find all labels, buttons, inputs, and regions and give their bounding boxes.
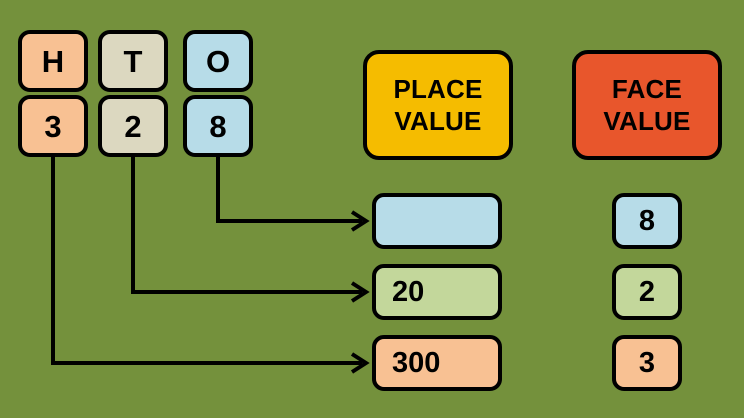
arrowhead-hundreds: [350, 352, 370, 374]
column-header-hundreds: H: [18, 30, 88, 92]
place-value-box-ones[interactable]: [372, 193, 502, 249]
digit-hundreds: 3: [18, 95, 88, 157]
arrowhead-ones: [350, 210, 370, 232]
place-value-hundreds-value: 300: [392, 346, 441, 379]
place-value-banner: PLACE VALUE: [363, 50, 513, 160]
digit-ones-value: 8: [209, 108, 227, 144]
connector-tens: [131, 157, 362, 294]
connector-hundreds: [51, 157, 362, 365]
face-value-banner: FACE VALUE: [572, 50, 722, 160]
arrowhead-tens: [350, 281, 370, 303]
place-value-banner-line1: PLACE: [393, 74, 483, 104]
place-value-box-tens[interactable]: 20: [372, 264, 502, 320]
face-value-tens-value: 2: [638, 275, 656, 308]
column-header-ones: O: [183, 30, 253, 92]
column-header-ones-label: O: [205, 43, 231, 79]
face-value-box-ones[interactable]: 8: [612, 193, 682, 249]
column-header-tens: T: [98, 30, 168, 92]
column-header-tens-label: T: [123, 43, 143, 79]
face-value-ones-value: 8: [638, 204, 656, 237]
face-value-box-hundreds[interactable]: 3: [612, 335, 682, 391]
connector-ones: [216, 157, 362, 223]
digit-tens: 2: [98, 95, 168, 157]
place-value-box-hundreds[interactable]: 300: [372, 335, 502, 391]
digit-tens-value: 2: [124, 108, 142, 144]
column-header-hundreds-label: H: [41, 43, 65, 79]
face-value-banner-line2: VALUE: [603, 106, 691, 136]
face-value-banner-line1: FACE: [611, 74, 683, 104]
digit-ones: 8: [183, 95, 253, 157]
digit-hundreds-value: 3: [44, 108, 62, 144]
face-value-hundreds-value: 3: [638, 346, 656, 379]
face-value-box-tens[interactable]: 2: [612, 264, 682, 320]
place-value-tens-value: 20: [392, 275, 425, 308]
place-value-banner-line2: VALUE: [394, 106, 482, 136]
